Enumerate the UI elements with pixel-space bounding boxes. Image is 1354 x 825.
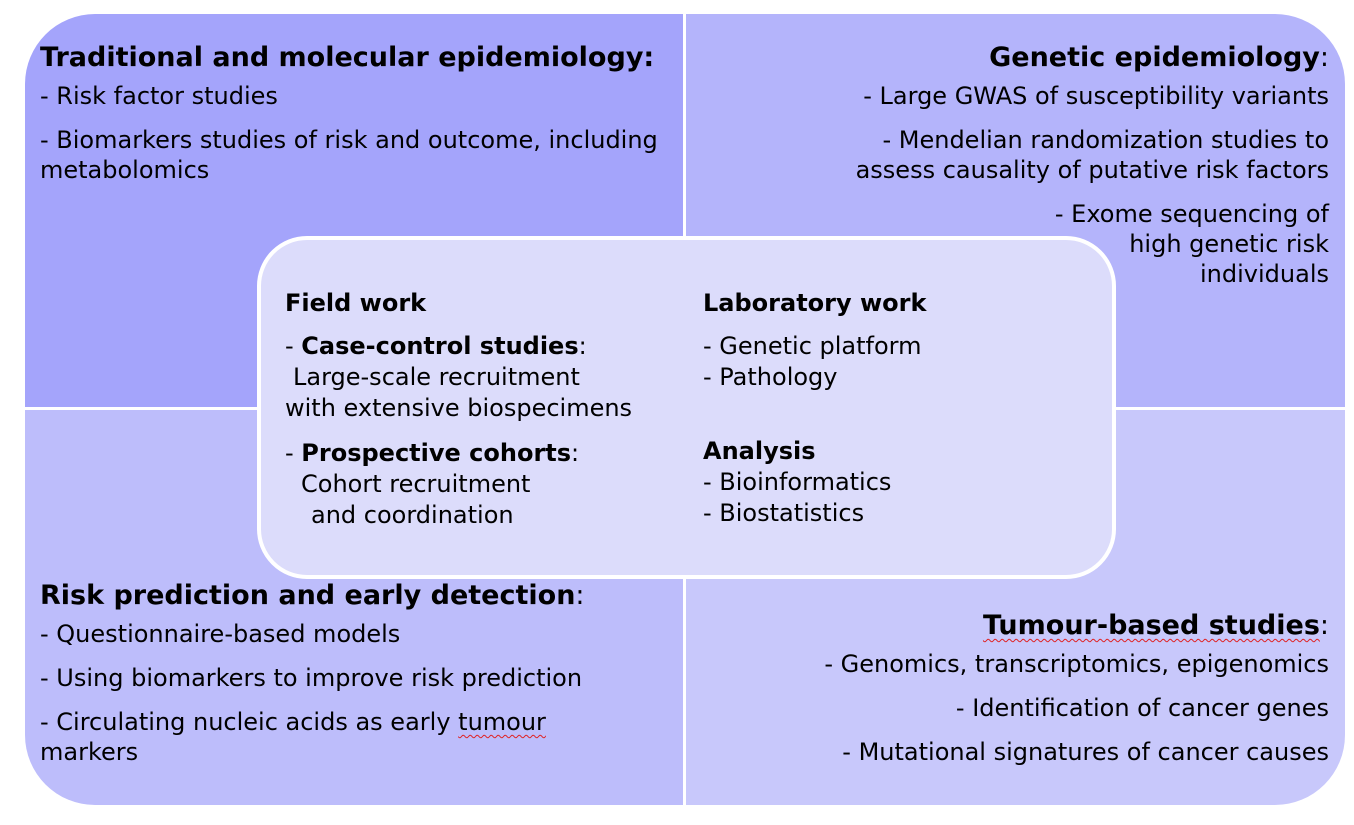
case-control-desc: with extensive biospecimens	[285, 394, 633, 422]
field-work-column: Field work - Case-control studies: Large…	[285, 288, 632, 531]
title-text: Tumour-based studies	[982, 610, 1320, 641]
list-item: - Biostatistics	[703, 499, 865, 527]
item-text: markers	[40, 738, 139, 766]
list-item: - Using biomarkers to improve risk predi…	[40, 664, 583, 692]
case-control-desc: Large-scale recruitment	[293, 363, 580, 391]
list-item: - Exome sequencing of high genetic risk …	[1054, 200, 1329, 288]
quadrant-risk-prediction: Risk prediction and early detection: - Q…	[25, 410, 683, 805]
prospective-item: - Prospective cohorts:	[285, 438, 632, 469]
list-item: - Bioinformatics	[703, 468, 892, 496]
quadrant-title: Traditional and molecular epidemiology:	[40, 42, 655, 73]
list-item: - Identification of cancer genes	[955, 694, 1329, 722]
spellcheck-flagged-word: tumour	[458, 708, 546, 736]
list-item: - Mendelian randomization studies to ass…	[855, 126, 1329, 184]
title-text: Risk prediction and early detection	[40, 580, 576, 611]
title-colon: :	[1319, 42, 1329, 73]
title-text: Genetic epidemiology	[989, 42, 1320, 73]
colon: :	[571, 439, 580, 467]
list-item: - Genomics, transcriptomics, epigenomics	[824, 650, 1329, 678]
list-item: - Biomarkers studies of risk and outcome…	[40, 126, 658, 184]
list-item: - Questionnaire-based models	[40, 620, 401, 648]
dash: -	[285, 332, 302, 360]
colon: :	[578, 332, 587, 360]
prospective-desc: and coordination	[311, 501, 514, 529]
list-item: - Mutational signatures of cancer causes	[842, 738, 1329, 766]
list-item: - Large GWAS of susceptibility variants	[863, 82, 1329, 110]
laboratory-work-title: Laboratory work	[703, 289, 927, 317]
list-item: - Genetic platform	[703, 332, 922, 360]
case-control-item: - Case-control studies:	[285, 331, 632, 362]
quadrant-title: Tumour-based studies:	[709, 610, 1329, 641]
prospective-label: Prospective cohorts	[301, 439, 572, 467]
case-control-label: Case-control studies	[301, 332, 579, 360]
center-core-activities-box: Field work - Case-control studies: Large…	[257, 236, 1116, 579]
quadrant-title: Genetic epidemiology:	[709, 42, 1329, 73]
analysis-title: Analysis	[703, 437, 816, 465]
lab-analysis-column: Laboratory work - Genetic platform - Pat…	[703, 288, 926, 529]
list-item: - Risk factor studies	[40, 82, 278, 110]
list-item: - Circulating nucleic acids as early tum…	[40, 707, 580, 767]
item-text: - Circulating nucleic acids as early	[40, 708, 459, 736]
prospective-desc: Cohort recruitment	[301, 470, 531, 498]
title-colon: :	[575, 580, 585, 611]
quadrant-title: Risk prediction and early detection:	[40, 580, 660, 611]
dash: -	[285, 439, 302, 467]
list-item: - Pathology	[703, 363, 838, 391]
title-colon: :	[1319, 610, 1329, 641]
field-work-title: Field work	[285, 289, 427, 317]
